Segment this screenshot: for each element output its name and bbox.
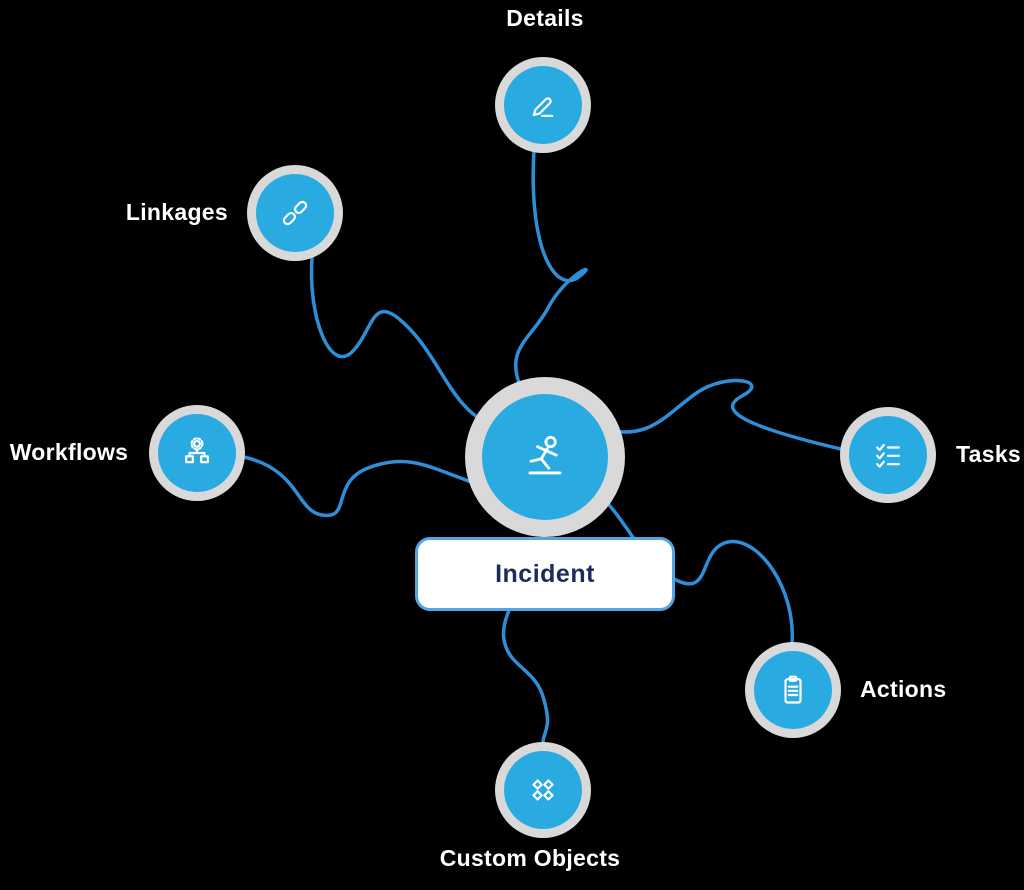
node-label-details: Details — [506, 5, 584, 31]
connector-tasks — [605, 378, 847, 452]
node-workflows-circle — [158, 414, 236, 492]
gear-hierarchy-icon — [185, 437, 209, 464]
node-actions — [745, 642, 841, 738]
node-tasks-circle — [849, 416, 927, 494]
node-label-linkages: Linkages — [125, 199, 228, 225]
connector-details — [514, 148, 588, 404]
node-label-tasks: Tasks — [956, 441, 1022, 467]
clipboard-icon — [784, 675, 802, 704]
person-slipping-icon — [528, 435, 562, 475]
node-custom-objects-circle — [504, 751, 582, 829]
node-label-workflows: Workflows — [9, 439, 129, 465]
node-tasks — [840, 407, 936, 503]
node-label-actions: Actions — [860, 676, 947, 702]
incident-label: Incident — [495, 559, 595, 588]
chain-link-icon — [282, 200, 308, 226]
node-label-custom-objects: Custom Objects — [439, 845, 621, 871]
node-details-circle — [504, 66, 582, 144]
node-linkages — [247, 165, 343, 261]
node-custom-objects — [495, 742, 591, 838]
connector-linkages — [309, 256, 494, 427]
node-details — [495, 57, 591, 153]
node-linkages-circle — [256, 174, 334, 252]
pencil-icon — [532, 97, 554, 117]
checklist-icon — [876, 443, 900, 468]
connector-workflows — [242, 455, 487, 518]
incident-label-box: Incident — [415, 537, 675, 611]
node-incident-circle — [482, 394, 608, 520]
node-incident — [465, 377, 625, 537]
node-actions-circle — [754, 651, 832, 729]
diamonds-grid-icon — [532, 779, 554, 801]
node-workflows — [149, 405, 245, 501]
